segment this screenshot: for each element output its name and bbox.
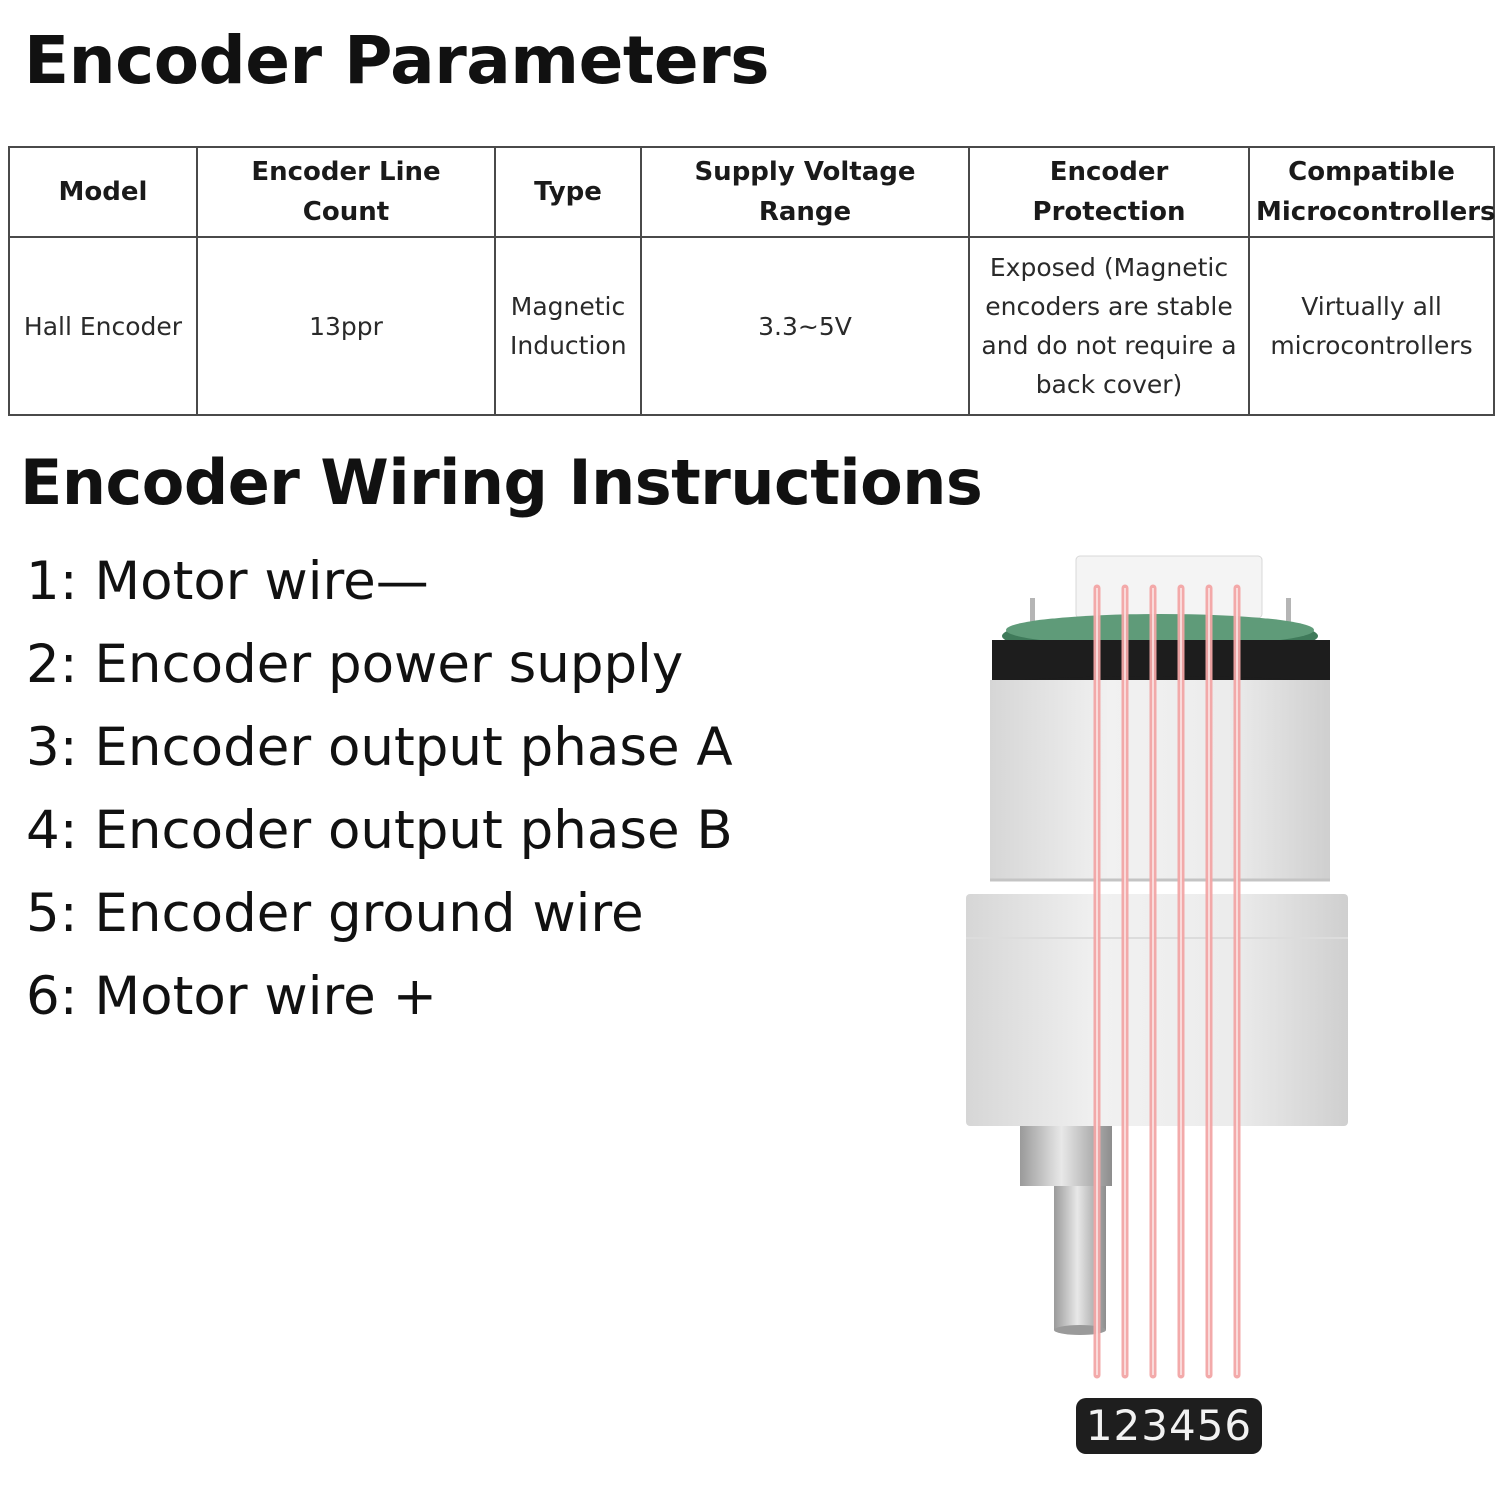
list-item: 2: Encoder power supply [26,634,684,695]
table-cell: Exposed (Magnetic encoders are stable an… [968,236,1250,416]
column-header: Compatible Microcontrollers [1248,146,1496,238]
list-item: 4: Encoder output phase B [26,800,733,861]
list-item: 3: Encoder output phase A [26,717,733,778]
pin-number-label: 123456 [1076,1398,1262,1454]
table-cell: 13ppr [196,236,496,416]
column-header: Supply Voltage Range [640,146,970,238]
parameters-table: Model Encoder Line Count Type Supply Vol… [8,146,1496,416]
list-item: 6: Motor wire + [26,966,437,1027]
pcb-pin [1030,598,1035,624]
table-cell: Hall Encoder [8,236,198,416]
pcb-pin [1286,598,1291,624]
column-header: Model [8,146,198,238]
table-header-row: Model Encoder Line Count Type Supply Vol… [8,146,1496,238]
parameters-title: Encoder Parameters [24,22,769,99]
wiring-list: 1: Motor wire— 2: Encoder power supply 3… [26,540,733,1038]
list-item: 5: Encoder ground wire [26,883,644,944]
column-header: Encoder Protection [968,146,1250,238]
motor-body [990,680,1330,880]
list-item: 1: Motor wire— [26,551,429,612]
table-cell: Virtually all microcontrollers [1248,236,1495,416]
encoder-motor-image [966,555,1348,1379]
column-header: Encoder Line Count [196,146,496,238]
gearbox [966,894,1348,1126]
table-cell: 3.3~5V [640,236,970,416]
column-header: Type [494,146,642,238]
wiring-title: Encoder Wiring Instructions [20,446,983,519]
table-cell: Magnetic Induction [494,236,642,416]
table-row: Hall Encoder 13ppr Magnetic Induction 3.… [8,236,1495,416]
